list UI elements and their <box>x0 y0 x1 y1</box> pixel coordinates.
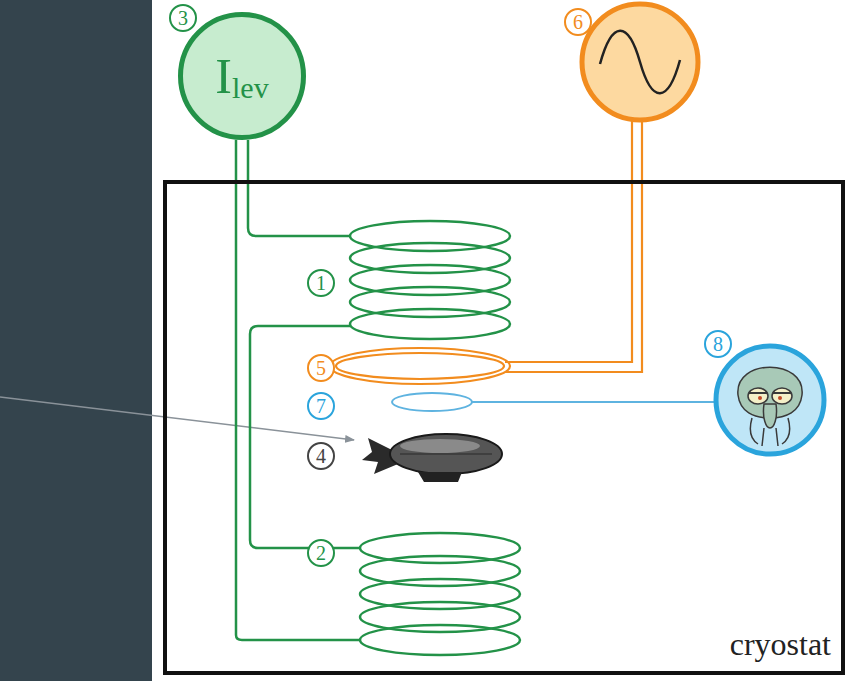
callout-number: 3 <box>169 4 197 32</box>
drive-loop <box>330 120 642 384</box>
ac-source <box>582 4 698 120</box>
slide-strip <box>0 0 152 681</box>
callout-number: 5 <box>307 354 335 382</box>
current-source-circle: Ilev <box>178 12 306 140</box>
pickup-loop <box>392 393 716 411</box>
levitation-wires <box>236 140 360 640</box>
current-symbol: I <box>215 51 232 101</box>
upper-coil <box>350 221 510 339</box>
callout-number: 8 <box>704 330 732 358</box>
callout-number: 7 <box>307 392 335 420</box>
callout-number: 4 <box>307 442 335 470</box>
lower-coil <box>360 533 520 655</box>
pointer-line <box>0 397 354 440</box>
cryostat-box: cryostat <box>163 180 845 675</box>
levitated-airship <box>362 434 502 482</box>
callout-number: 6 <box>564 8 592 36</box>
current-subscript: lev <box>232 73 269 103</box>
callout-number: 2 <box>307 539 335 567</box>
squid-detector <box>716 346 824 454</box>
sine-symbol <box>600 31 680 94</box>
box-label: cryostat <box>730 626 831 663</box>
callout-number: 1 <box>307 269 335 297</box>
squidward-face <box>738 367 802 446</box>
